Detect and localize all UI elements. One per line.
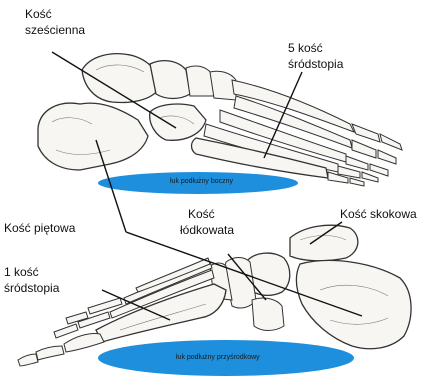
metatarsal1-label-line2: śródstopia (4, 280, 59, 296)
lateral-calcaneus-bone (38, 103, 148, 170)
cuboid-label-line1: Kość (25, 6, 52, 22)
medial-arch-label: łuk podłużny przyśrodkowy (176, 354, 260, 361)
lateral-navicular-bone (150, 61, 190, 99)
navicular-label-line1: Kość (188, 206, 215, 222)
medial-phalanx-proximal (64, 333, 104, 352)
lateral-foot-skeleton (38, 54, 402, 186)
medial-calcaneus-bone (296, 260, 411, 348)
lateral-arch-label: łuk podłużny boczny (170, 178, 233, 185)
navicular-label-line2: łódkowata (180, 222, 234, 238)
medial-talus-bone (290, 225, 358, 261)
cuboid-label-line2: sześcienna (25, 22, 85, 38)
lateral-cuboid-bone (150, 104, 206, 140)
talus-label: Kość skokowa (340, 206, 417, 222)
calcaneus-label: Kość piętowa (4, 220, 75, 236)
metatarsal1-label-line1: 1 kość (4, 264, 39, 280)
metatarsal5-label-line1: 5 kość (288, 40, 323, 56)
metatarsal5-label-line2: śródstopia (288, 56, 343, 72)
